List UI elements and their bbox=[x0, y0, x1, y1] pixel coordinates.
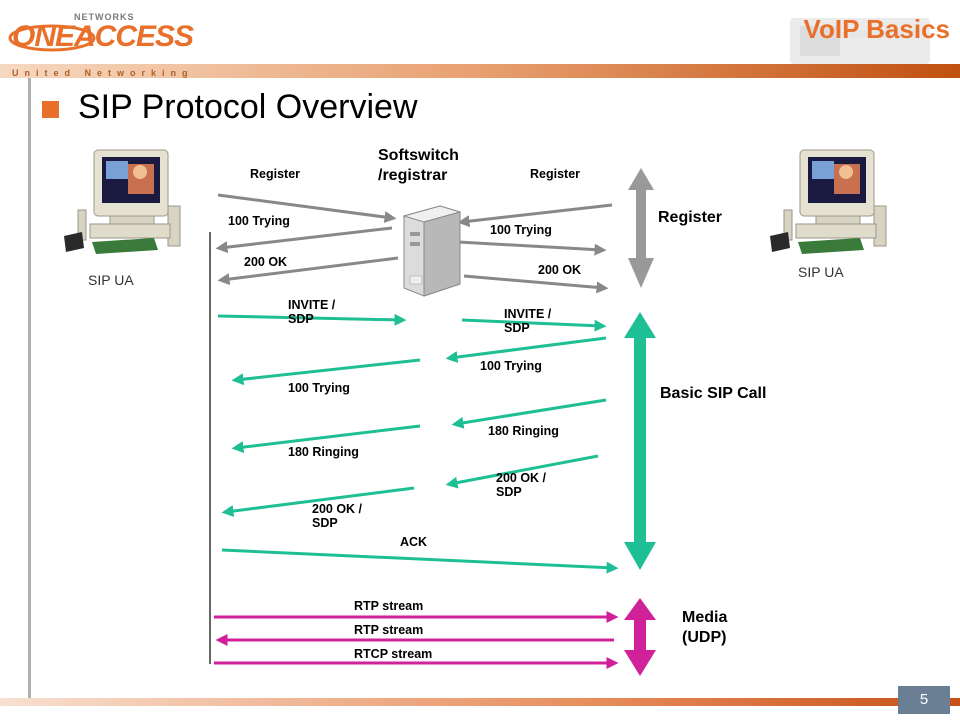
msg-register-right: Register bbox=[530, 167, 581, 181]
arrow-ringing-right bbox=[451, 398, 607, 429]
arrow-invite-left bbox=[217, 313, 407, 326]
arrow-ack bbox=[221, 548, 619, 574]
title-bullet-icon bbox=[42, 101, 59, 118]
msg-register-left: Register bbox=[250, 167, 301, 181]
arrow-ringing-left bbox=[231, 424, 421, 454]
page-number: 5 bbox=[898, 686, 950, 714]
msg-ack: ACK bbox=[400, 535, 428, 549]
header-band bbox=[0, 64, 960, 78]
logo-networks-text: NETWORKS bbox=[74, 12, 135, 22]
arrow-call-trying-right bbox=[445, 336, 607, 363]
msg-ringing-right: 180 Ringing bbox=[488, 424, 559, 438]
header-equipment-icon bbox=[790, 18, 930, 64]
arrow-ok-right bbox=[463, 274, 609, 294]
msg-invite-left: INVITE / SDP bbox=[288, 298, 336, 326]
phase-register-label: Register bbox=[658, 209, 723, 226]
phase-call-label: Basic SIP Call bbox=[660, 385, 767, 402]
arrow-call-ok-right bbox=[445, 454, 599, 489]
msg-invite-right: INVITE / SDP bbox=[504, 307, 552, 335]
tagline: United Networking bbox=[12, 68, 194, 78]
arrow-call-trying-left bbox=[231, 358, 421, 386]
msg-call-trying-right: 100 Trying bbox=[480, 359, 542, 373]
msg-ok-right: 200 OK bbox=[538, 263, 582, 277]
msg-rtp-2: RTP stream bbox=[354, 623, 424, 637]
msg-call-trying-left: 100 Trying bbox=[288, 381, 350, 395]
page-title: SIP Protocol Overview bbox=[78, 88, 418, 126]
left-rule bbox=[28, 78, 31, 698]
msg-trying-right: 100 Trying bbox=[490, 223, 552, 237]
logo-text: ONEACCESS bbox=[12, 20, 194, 53]
msg-call-ok-right: 200 OK / SDP bbox=[496, 471, 547, 499]
msg-rtp-1: RTP stream bbox=[354, 599, 424, 613]
arrow-invite-right bbox=[461, 318, 607, 332]
section-title: VoIP Basics bbox=[803, 14, 950, 44]
server-icon bbox=[402, 205, 462, 297]
left-ua-label: SIP UA bbox=[88, 272, 134, 288]
right-ua-label: SIP UA bbox=[798, 264, 844, 280]
phase-media-label: Media (UDP) bbox=[682, 609, 728, 646]
logo-icon bbox=[8, 24, 96, 52]
msg-call-ok-left: 200 OK / SDP bbox=[312, 502, 363, 530]
right-computer-icon bbox=[770, 149, 887, 254]
msg-ringing-left: 180 Ringing bbox=[288, 445, 359, 459]
arrow-trying-left bbox=[215, 226, 393, 254]
arrow-register-right bbox=[457, 203, 613, 228]
server-label: Softswitch /registrar bbox=[378, 147, 459, 184]
arrow-call-ok-left bbox=[221, 486, 415, 518]
arrow-register-left bbox=[217, 193, 397, 223]
footer-band bbox=[0, 698, 960, 706]
bracket-call bbox=[624, 312, 656, 570]
msg-trying-left: 100 Trying bbox=[228, 214, 290, 228]
msg-ok-left: 200 OK bbox=[244, 255, 288, 269]
arrow-trying-right bbox=[457, 240, 607, 256]
arrow-ok-left bbox=[217, 256, 399, 286]
left-computer-icon bbox=[64, 149, 181, 254]
bracket-register bbox=[628, 168, 654, 288]
bracket-media bbox=[624, 598, 656, 676]
msg-rtcp: RTCP stream bbox=[354, 647, 433, 661]
